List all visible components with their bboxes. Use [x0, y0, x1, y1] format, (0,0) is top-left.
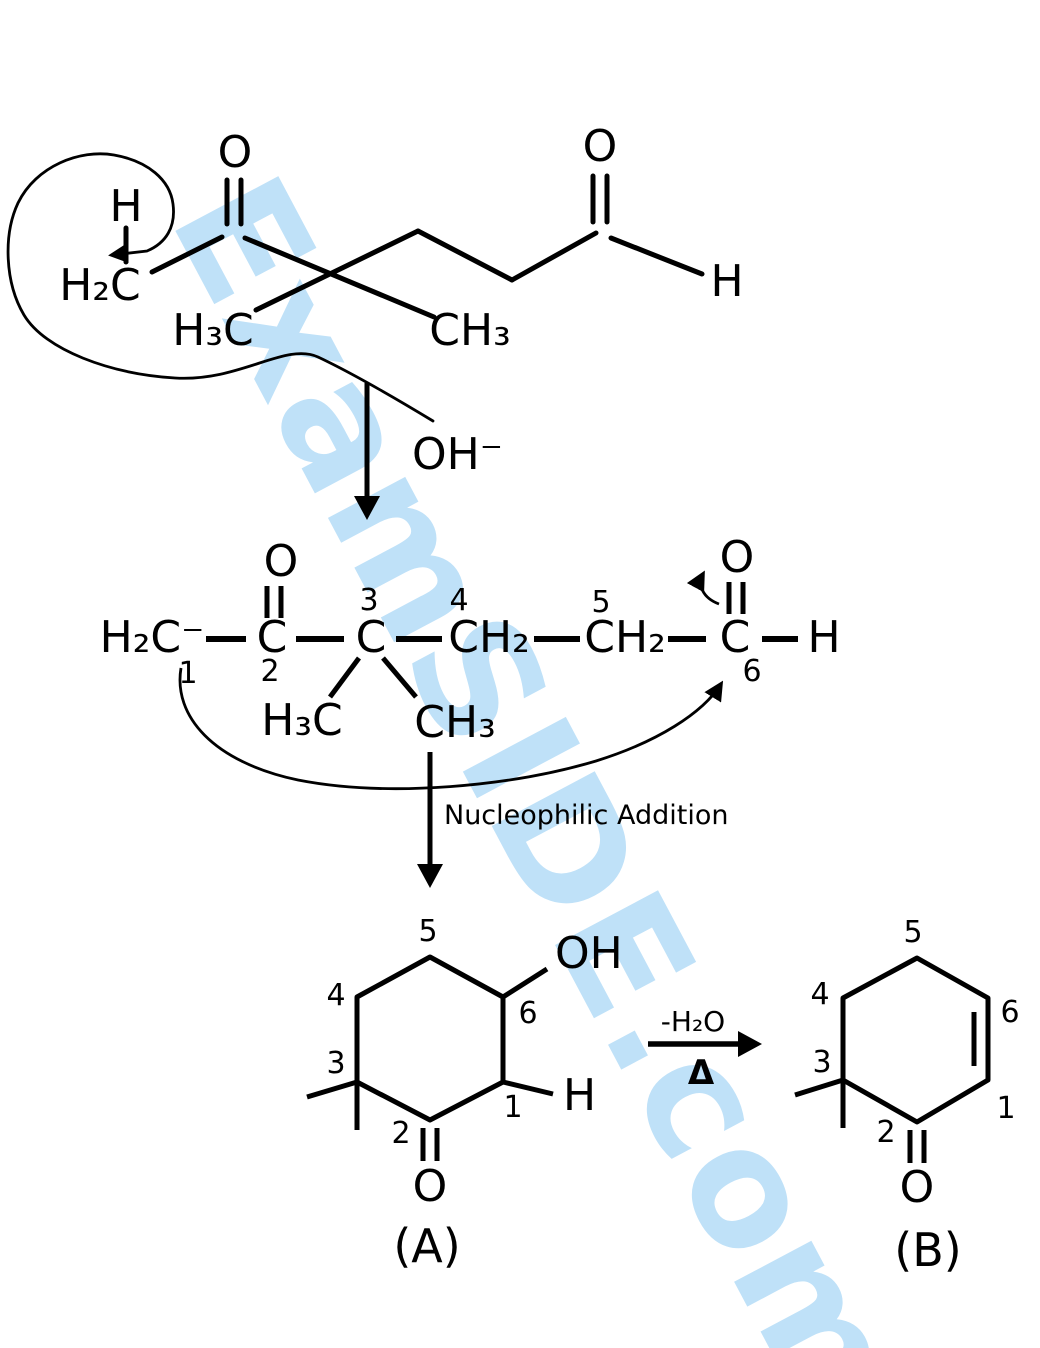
- number-c6: 6: [742, 654, 761, 689]
- heat-delta-label: Δ: [688, 1053, 715, 1093]
- cyclohexene-ring: [840, 955, 991, 1125]
- aldehyde-h-label: H: [807, 612, 840, 663]
- aldehyde-h-label: H: [710, 256, 743, 307]
- ketone-o-label: O: [218, 127, 253, 178]
- ch3-label: CH₃: [429, 305, 510, 356]
- number-c1: 1: [178, 656, 197, 691]
- h3c-label: H₃C: [261, 695, 342, 746]
- oh-label: OH: [555, 928, 623, 979]
- number-c2: 2: [260, 654, 279, 689]
- methyl-bond: [306, 1079, 358, 1100]
- down-arrow-head: [417, 864, 443, 888]
- compound-b-caption: (B): [894, 1223, 961, 1277]
- bond: [502, 1079, 554, 1097]
- electron-pair-arrow: [686, 570, 720, 606]
- h3c-label: H₃C: [172, 305, 253, 356]
- c2-label: C: [257, 612, 288, 663]
- methyl-bond: [794, 1077, 844, 1098]
- bond: [381, 656, 418, 699]
- carbon-numbers: 5 4 3 2 1 6: [810, 915, 1019, 1150]
- number-c2: 2: [391, 1116, 410, 1151]
- number-c5: 5: [903, 915, 922, 950]
- bond: [242, 235, 437, 320]
- number-c6: 6: [518, 996, 537, 1031]
- cyclohexane-ring: [354, 954, 506, 1123]
- bond: [509, 230, 599, 283]
- minus-water-label: -H₂O: [661, 1005, 725, 1038]
- number-c4: 4: [326, 978, 345, 1013]
- step-label: Nucleophilic Addition: [444, 800, 728, 831]
- number-c6: 6: [1000, 995, 1019, 1030]
- aldehyde-o-label: O: [720, 532, 755, 583]
- o-label: O: [413, 1161, 448, 1212]
- h2c-label: H₂C: [59, 260, 140, 311]
- bond: [327, 656, 362, 699]
- nucleophilic-addition-step: Nucleophilic Addition: [417, 752, 728, 888]
- ch3-label: CH₃: [414, 697, 495, 748]
- bond: [608, 235, 705, 277]
- reactant-structure: H H₂C O H₃C CH₃ O H: [6, 121, 744, 423]
- number-c5: 5: [418, 914, 437, 949]
- alpha-h-label: H: [109, 181, 142, 232]
- bond: [253, 228, 421, 313]
- ketone-o-label: O: [264, 536, 299, 587]
- carbon-numbers: 1 2 3 4 5 6: [178, 583, 761, 691]
- number-c2: 2: [876, 1115, 895, 1150]
- bond: [415, 228, 515, 283]
- enolate-structure: H₂C⁻ C C CH₂ CH₂ C H O O H₃C CH₃: [100, 532, 841, 791]
- number-c3: 3: [812, 1045, 831, 1080]
- product-a-structure: OH H O 5 4 3 2 1 6 (A): [306, 914, 623, 1273]
- number-c3: 3: [359, 583, 378, 618]
- o-label: O: [900, 1162, 935, 1213]
- number-c4: 4: [810, 977, 829, 1012]
- c1-h2c-anion-label: H₂C⁻: [100, 612, 205, 663]
- number-c4: 4: [449, 583, 468, 618]
- proton-abstraction-arrow: [6, 152, 435, 423]
- number-c1: 1: [996, 1091, 1015, 1126]
- number-c1: 1: [503, 1090, 522, 1125]
- c4-ch2-label: CH₂: [448, 612, 529, 663]
- c3-label: C: [356, 612, 387, 663]
- bond: [501, 966, 549, 1000]
- down-arrow-head: [354, 496, 380, 520]
- hydroxide-label: OH⁻: [412, 429, 503, 480]
- product-b-structure: O 5 4 3 2 1 6 (B): [794, 915, 1020, 1277]
- compound-a-caption: (A): [393, 1219, 460, 1273]
- c6-label: C: [720, 612, 751, 663]
- number-c5: 5: [591, 585, 610, 620]
- base-step: OH⁻: [354, 383, 503, 520]
- dehydration-step: -H₂O Δ: [648, 1005, 762, 1093]
- right-arrow-head: [738, 1031, 762, 1057]
- c5-ch2-label: CH₂: [584, 612, 665, 663]
- number-c3: 3: [326, 1046, 345, 1081]
- h-label: H: [563, 1070, 596, 1121]
- aldehyde-o-label: O: [583, 121, 618, 172]
- bond: [149, 234, 225, 275]
- carbon-numbers: 5 4 3 2 1 6: [326, 914, 537, 1151]
